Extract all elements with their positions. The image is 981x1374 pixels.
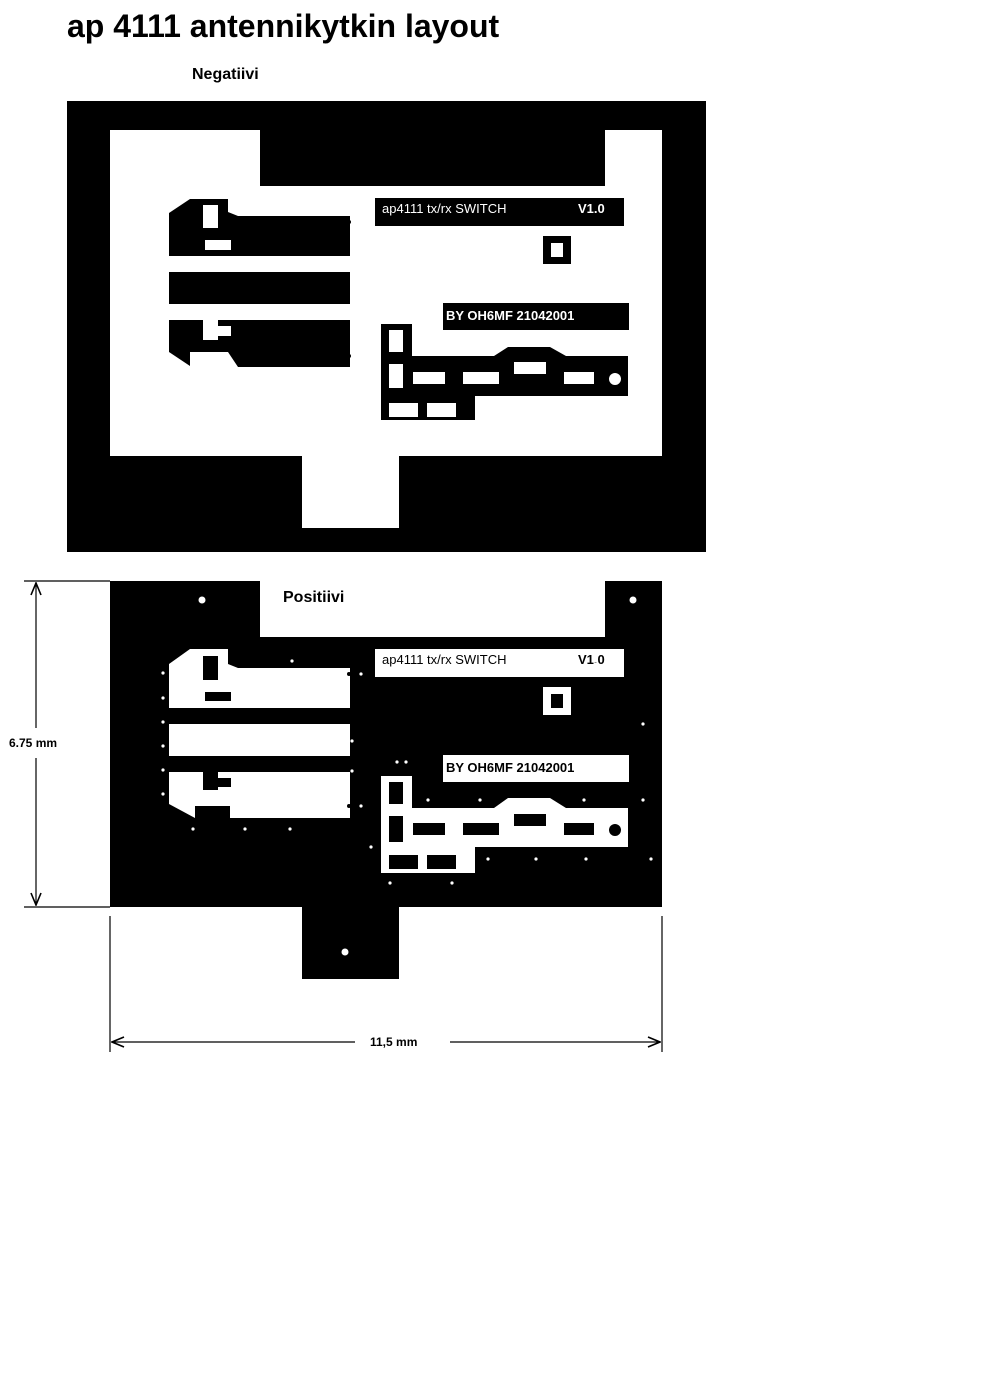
positive-label: Positiivi bbox=[283, 589, 344, 606]
mounting-hole bbox=[341, 948, 349, 956]
width-label: 11,5 mm bbox=[370, 1035, 417, 1049]
page-title: ap 4111 antennikytkin layout bbox=[67, 8, 500, 44]
positive-version-text: V1.0 bbox=[578, 652, 605, 667]
negative-silkscreen-text: ap4111 tx/rx SWITCH bbox=[382, 201, 507, 216]
negative-version-text: V1.0 bbox=[578, 201, 605, 216]
height-label: 6.75 mm bbox=[9, 736, 57, 750]
negative-middle-strip bbox=[169, 272, 350, 304]
positive-middle-strip bbox=[169, 724, 350, 756]
mounting-hole bbox=[198, 596, 206, 604]
positive-silkscreen-text: ap4111 tx/rx SWITCH bbox=[382, 652, 507, 667]
positive-author-text: BY OH6MF 21042001 bbox=[446, 760, 574, 775]
positive-right-pad bbox=[381, 776, 628, 873]
positive-author-box bbox=[443, 755, 629, 782]
negative-author-text: BY OH6MF 21042001 bbox=[446, 308, 574, 323]
via-dots bbox=[161, 659, 653, 885]
positive-title-box bbox=[375, 649, 624, 677]
negative-label: Negatiivi bbox=[192, 66, 259, 83]
width-dimension bbox=[109, 916, 663, 1052]
height-dimension bbox=[24, 580, 110, 908]
negative-board: ap4111 tx/rx SWITCH V1.0 BY OH6MF 210420… bbox=[67, 101, 706, 552]
negative-title-box bbox=[375, 198, 624, 226]
mounting-hole bbox=[629, 596, 637, 604]
positive-left-pad-lower bbox=[169, 772, 350, 818]
negative-author-box bbox=[443, 303, 629, 330]
positive-board: Positiivi ap4111 tx/rx SWITCH V1.0 BY OH… bbox=[110, 581, 662, 979]
negative-left-pad-lower bbox=[169, 320, 350, 367]
negative-right-pad bbox=[381, 324, 628, 420]
